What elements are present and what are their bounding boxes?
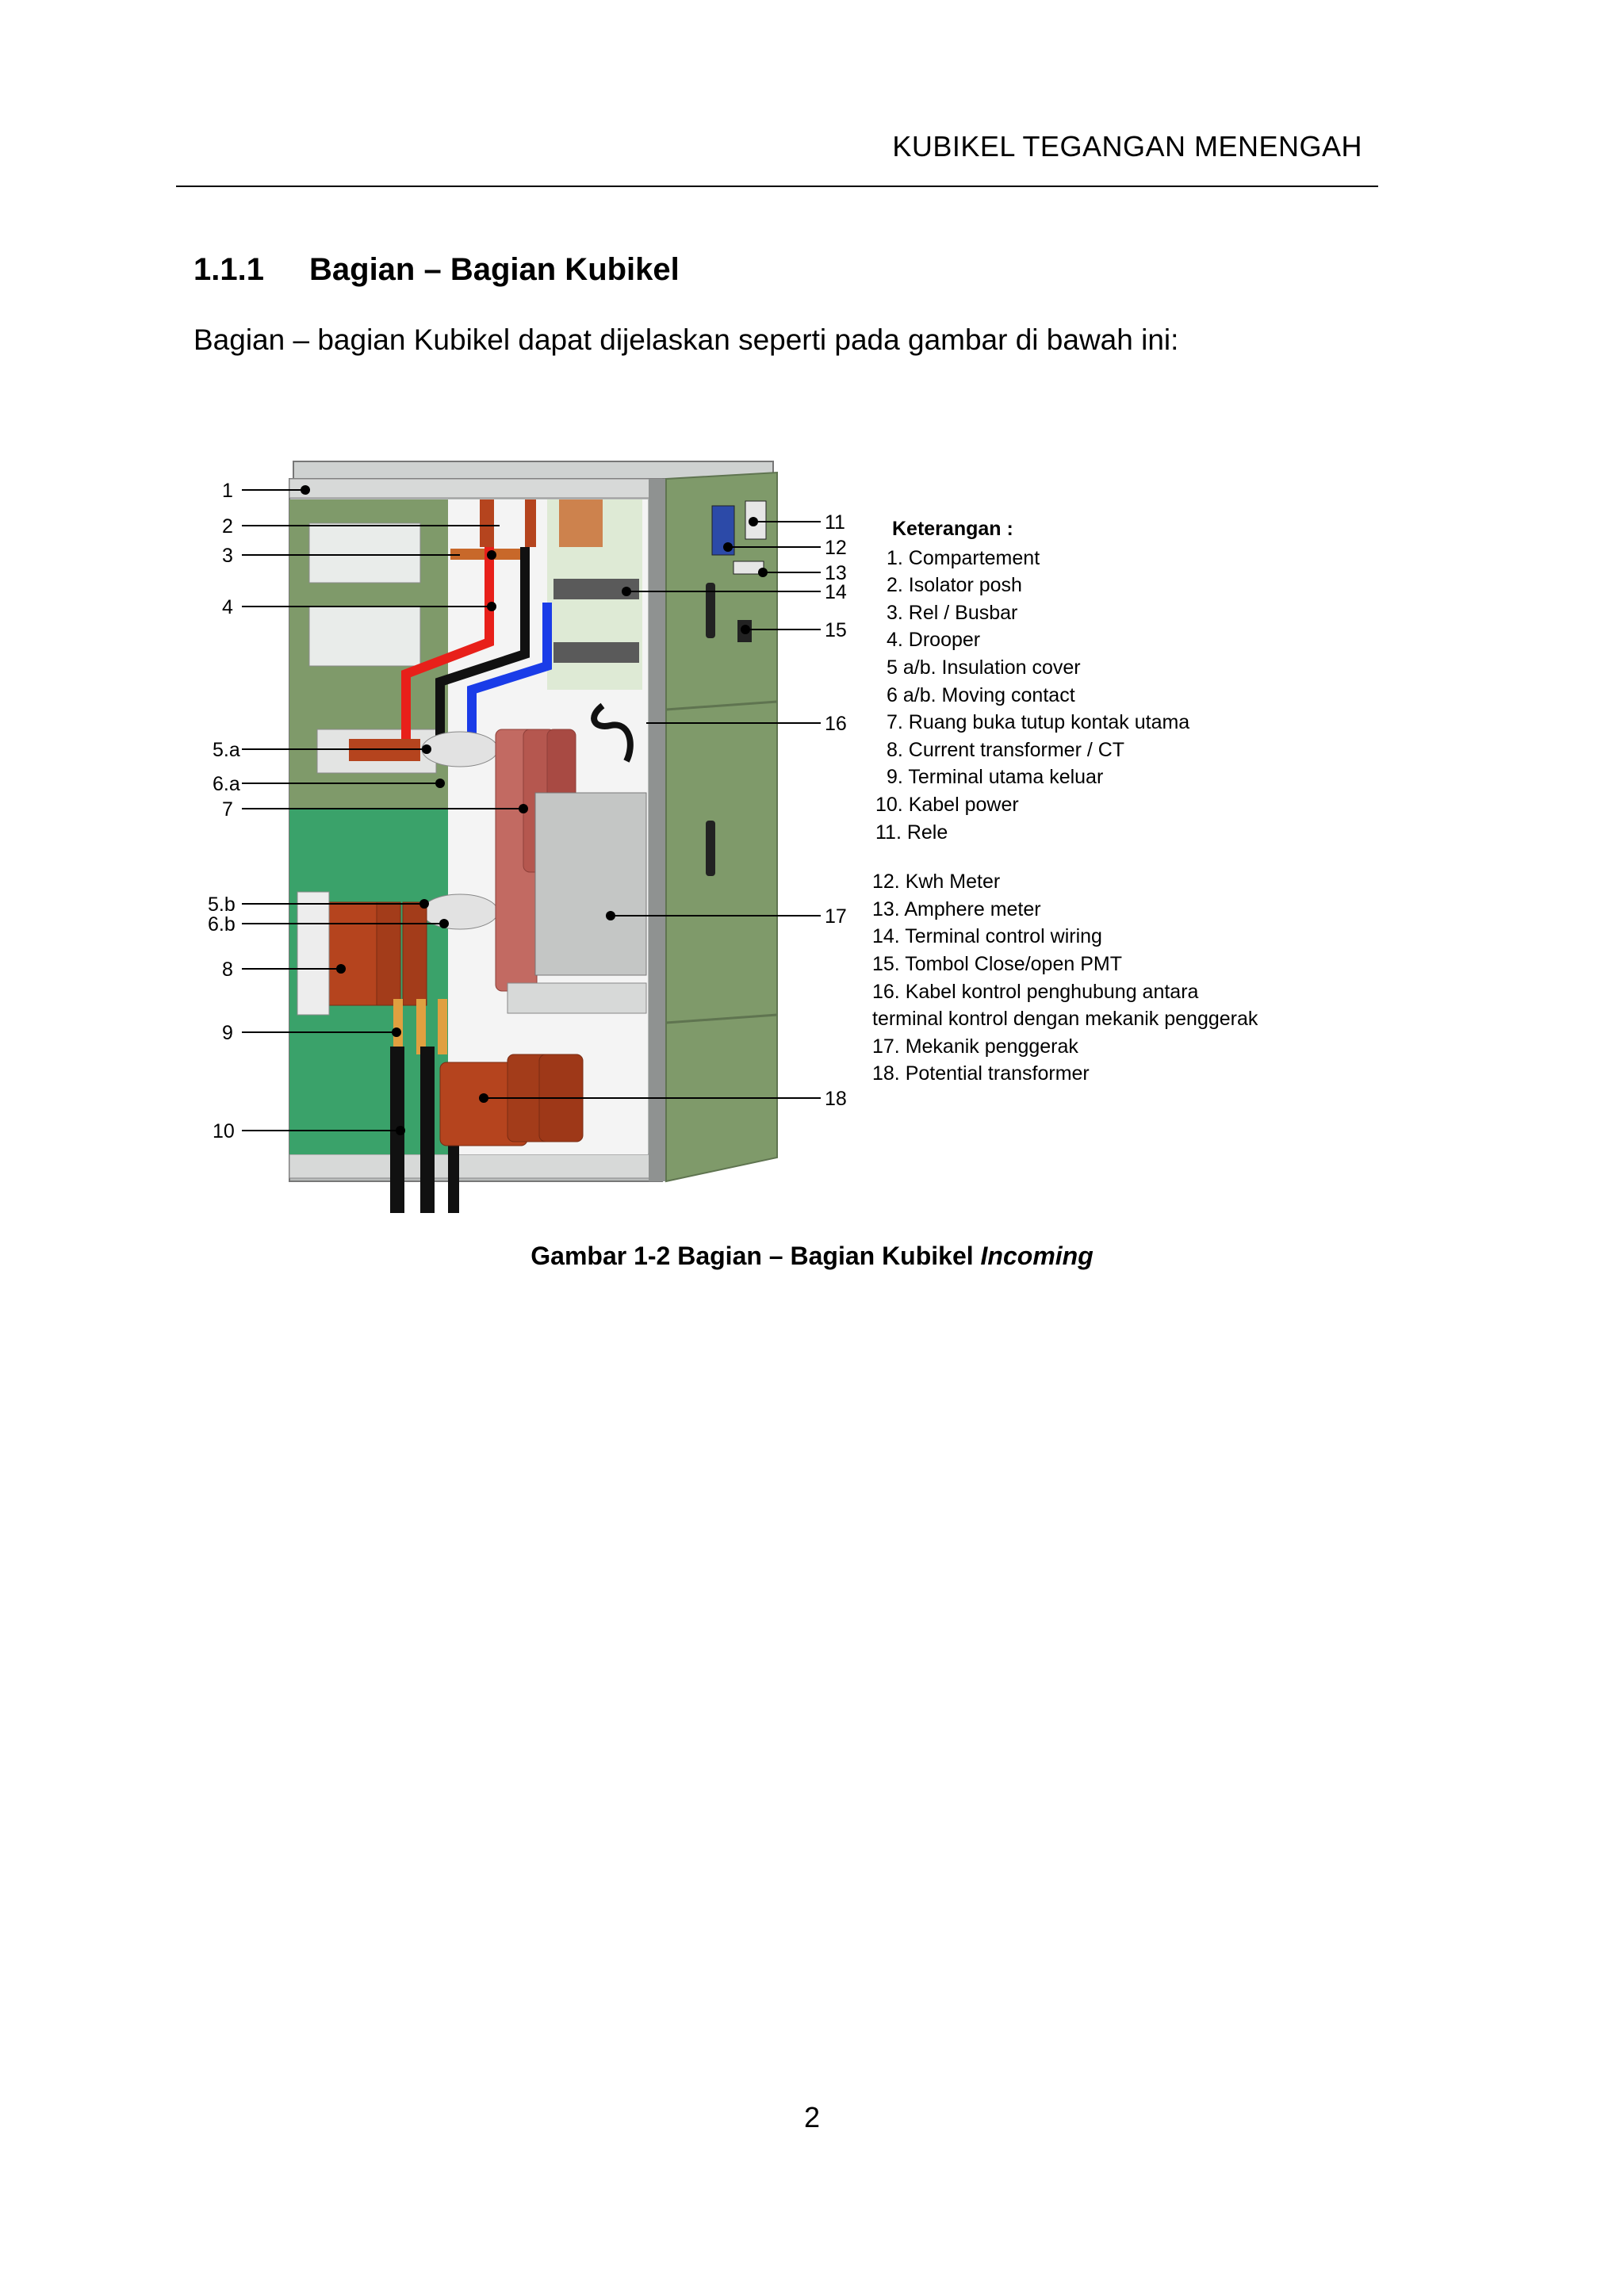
panel-seam-2	[665, 1013, 778, 1024]
callout-1: 1	[222, 480, 233, 502]
callout-15: 15	[825, 619, 847, 641]
callout-9: 9	[222, 1022, 233, 1044]
legend-item-17: 17. Mekanik penggerak	[872, 1035, 1078, 1058]
legend-item-10: 10. Kabel power	[875, 793, 1019, 816]
callout-7: 7	[222, 798, 233, 821]
panel-seam-1	[665, 700, 778, 711]
callout-5b: 5.b	[208, 894, 236, 916]
callout-14: 14	[825, 581, 847, 603]
legend-item-15: 15. Tombol Close/open PMT	[872, 952, 1122, 975]
current-transformer-3	[402, 901, 427, 1006]
power-cable-2	[420, 1047, 435, 1213]
cubicle-diagram: 1 2 3 4 5.a 6.a 7 5.b 6.b 8 9 10 11 12 1…	[208, 461, 847, 1213]
legend-item-2: 2. Isolator posh	[887, 574, 1022, 597]
bottom-rail	[289, 1154, 663, 1179]
legend-item-12: 12. Kwh Meter	[872, 871, 1001, 894]
section-title: Bagian – Bagian Kubikel	[309, 252, 680, 287]
operating-mechanism	[534, 792, 647, 976]
legend-item-6: 6 a/b. Moving contact	[887, 683, 1075, 706]
callout-6a: 6.a	[213, 773, 240, 795]
intro-paragraph: Bagian – bagian Kubikel dapat dijelaskan…	[193, 323, 1179, 356]
legend-item-18: 18. Potential transformer	[872, 1062, 1090, 1085]
door-handle-lower	[706, 821, 715, 876]
figure-caption: Gambar 1-2 Bagian – Bagian Kubikel Incom…	[0, 1242, 1624, 1271]
amp-meter	[733, 561, 764, 575]
legend-item-11: 11. Rele	[875, 821, 948, 844]
drooper-blue	[467, 603, 552, 757]
legend-item-16: 16. Kabel kontrol penghubung antara	[872, 980, 1199, 1003]
callout-11: 11	[825, 511, 845, 534]
isolator-post-2	[525, 499, 536, 547]
figure-legend: Keterangan : 1. Compartement 2. Isolator…	[872, 515, 1258, 1088]
ct-window	[297, 891, 330, 1016]
callout-3: 3	[222, 545, 233, 567]
page-number: 2	[803, 2101, 821, 2133]
drooper-black	[435, 547, 530, 757]
leader-dots	[301, 485, 768, 1135]
terminal-strip-2	[553, 642, 639, 663]
door-handle-upper	[706, 583, 715, 638]
callout-5a: 5.a	[213, 739, 240, 761]
legend-title: Keterangan :	[892, 518, 1013, 540]
legend-gap	[872, 846, 1258, 868]
section-number: 1.1.1	[193, 252, 264, 287]
legend-item-1: 1. Compartement	[887, 546, 1040, 569]
louvre-upper	[308, 522, 421, 584]
legend-item-7: 7. Ruang buka tutup kontak utama	[887, 711, 1190, 734]
control-panel	[665, 471, 778, 1183]
callout-16: 16	[825, 713, 847, 735]
callout-4: 4	[222, 596, 233, 618]
legend-item-14: 14. Terminal control wiring	[872, 925, 1102, 948]
isolator-post-1	[480, 499, 494, 547]
legend-item-5: 5 a/b. Insulation cover	[887, 656, 1081, 679]
top-rail	[289, 478, 663, 499]
drooper-red	[401, 547, 494, 757]
caption-main: Gambar 1-2 Bagian – Bagian Kubikel	[530, 1242, 981, 1270]
outgoing-terminal-1	[393, 999, 403, 1054]
control-cable	[591, 702, 634, 763]
legend-item-8: 8. Current transformer / CT	[887, 738, 1125, 761]
louvre-lower	[308, 606, 421, 667]
mechanism-frame	[507, 982, 647, 1014]
current-transformer-2	[376, 901, 401, 1006]
callout-8: 8	[222, 959, 233, 981]
outgoing-terminal-2	[416, 999, 426, 1054]
section-heading: 1.1.1 Bagian – Bagian Kubikel	[193, 252, 680, 288]
callout-13: 13	[825, 562, 847, 584]
legend-item-13: 13. Amphere meter	[872, 897, 1041, 920]
leader-lines	[242, 489, 821, 1131]
callout-17: 17	[825, 905, 847, 928]
callout-12: 12	[825, 537, 847, 559]
insulation-cover-upper	[421, 731, 499, 767]
outgoing-terminal-3	[438, 999, 447, 1054]
caption-emphasis: Incoming	[980, 1242, 1094, 1270]
callout-6b: 6.b	[208, 913, 236, 936]
legend-item-3: 3. Rel / Busbar	[887, 601, 1018, 624]
callout-10: 10	[213, 1120, 235, 1142]
callout-2: 2	[222, 515, 233, 538]
steel-post	[649, 479, 666, 1181]
legend-item-4: 4. Drooper	[887, 629, 981, 652]
legend-item-9: 9. Terminal utama keluar	[887, 766, 1104, 789]
power-cable-3	[448, 1142, 459, 1213]
busbar-drop	[559, 499, 603, 547]
running-header: KUBIKEL TEGANGAN MENENGAH	[892, 130, 1362, 163]
header-rule	[176, 186, 1378, 187]
legend-item-16-cont: terminal kontrol dengan mekanik penggera…	[872, 1008, 1258, 1031]
callout-18: 18	[825, 1088, 847, 1110]
